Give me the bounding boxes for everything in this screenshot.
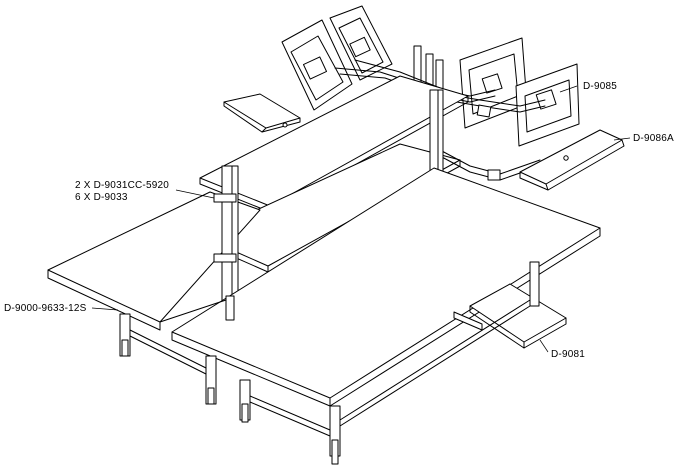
rear-left-shelf xyxy=(223,93,301,133)
label-keyboard-tray-top: D-9086A xyxy=(633,133,674,144)
shelf-uprights xyxy=(213,89,444,309)
table-legs xyxy=(119,261,540,465)
label-shelf-uprights: 6 X D-9033 xyxy=(75,192,128,203)
leader-lines xyxy=(91,85,631,353)
monitor-right-b xyxy=(515,63,580,147)
monitor-back-left xyxy=(281,19,353,111)
label-bench: D-9000-9633-12S xyxy=(4,303,87,314)
label-shelf-brackets: 2 X D-9031CC-5920 xyxy=(75,180,170,191)
left-table-top xyxy=(47,191,261,331)
label-monitor-arm: D-9085 xyxy=(583,81,617,92)
label-keyboard-tray-bottom: D-9081 xyxy=(551,349,585,360)
monitor-back-right xyxy=(329,5,393,81)
upper-keyboard-tray xyxy=(439,129,625,191)
